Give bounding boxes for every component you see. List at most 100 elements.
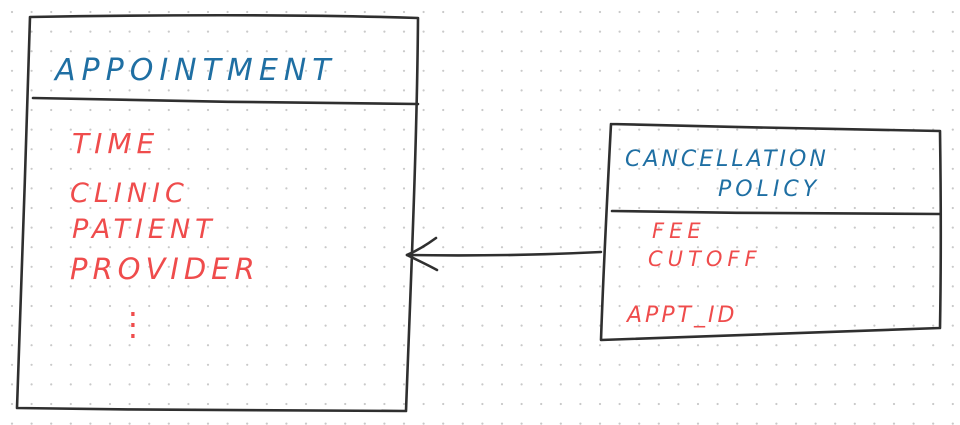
relationship-arrow[interactable] xyxy=(405,236,603,272)
grid-dot xyxy=(520,226,523,229)
grid-dot xyxy=(657,402,660,406)
grid-dot xyxy=(618,69,621,72)
grid-dot xyxy=(422,383,425,386)
grid-dot xyxy=(304,363,308,366)
grid-dot xyxy=(853,69,856,72)
grid-dot xyxy=(696,187,700,190)
grid-dot xyxy=(716,206,719,210)
grid-dot xyxy=(265,108,268,112)
grid-dot xyxy=(579,324,582,327)
grid-dot xyxy=(834,304,837,308)
grid-dot xyxy=(442,50,445,53)
grid-dot xyxy=(226,402,229,406)
grid-dot xyxy=(442,422,445,425)
grid-dot xyxy=(481,422,484,425)
grid-dot xyxy=(226,226,229,229)
grid-dot xyxy=(422,344,425,347)
grid-dot xyxy=(638,206,641,210)
grid-dot xyxy=(736,128,739,131)
grid-dot xyxy=(128,304,131,308)
grid-dot xyxy=(69,226,72,229)
grid-dot xyxy=(324,324,327,327)
grid-dot xyxy=(618,344,621,347)
grid-dot xyxy=(932,69,935,72)
grid-dot xyxy=(618,246,621,249)
grid-dot xyxy=(892,69,896,72)
grid-dot xyxy=(657,148,660,151)
grid-dot xyxy=(285,89,288,92)
grid-dot xyxy=(794,89,798,92)
grid-dot xyxy=(167,89,170,92)
grid-dot xyxy=(89,187,92,190)
grid-dot xyxy=(30,285,33,288)
grid-dot xyxy=(69,50,72,53)
grid-dot xyxy=(892,226,896,229)
grid-dot xyxy=(598,246,602,249)
grid-dot xyxy=(128,187,131,190)
grid-dot xyxy=(677,10,680,14)
grid-dot xyxy=(187,383,190,386)
grid-dot xyxy=(30,402,33,406)
grid-dot xyxy=(696,383,700,386)
grid-dot xyxy=(206,285,210,288)
grid-dot xyxy=(912,30,915,33)
grid-dot xyxy=(559,324,562,327)
cancellation-field-appt-id: APPT_ID xyxy=(625,303,737,328)
grid-dot xyxy=(873,246,876,249)
appointment-entity[interactable]: APPOINTMENT TIME CLINIC PATIENT PROVIDER… xyxy=(15,13,420,413)
grid-dot xyxy=(834,344,837,347)
grid-dot xyxy=(834,285,837,288)
grid-dot xyxy=(932,30,935,33)
grid-dot xyxy=(422,363,425,366)
grid-dot xyxy=(148,265,151,268)
grid-dot xyxy=(794,402,798,406)
grid-dot xyxy=(461,167,464,170)
grid-dot xyxy=(736,50,739,53)
grid-dot xyxy=(246,383,249,386)
grid-dot xyxy=(246,285,249,288)
grid-dot xyxy=(304,50,308,53)
grid-dot xyxy=(951,30,954,33)
grid-dot xyxy=(481,50,484,53)
grid-dot xyxy=(128,402,131,406)
grid-dot xyxy=(775,69,778,72)
grid-dot xyxy=(755,363,758,366)
grid-dot xyxy=(657,363,660,366)
grid-dot xyxy=(716,324,719,327)
grid-dot xyxy=(108,187,112,190)
grid-dot xyxy=(540,344,543,347)
grid-dot xyxy=(246,363,249,366)
grid-dot xyxy=(520,324,523,327)
grid-dot xyxy=(89,206,92,210)
grid-dot xyxy=(873,285,876,288)
grid-dot xyxy=(677,206,680,210)
grid-dot xyxy=(540,10,543,14)
grid-dot xyxy=(344,50,347,53)
grid-dot xyxy=(696,344,700,347)
grid-dot xyxy=(598,148,602,151)
grid-dot xyxy=(736,167,739,170)
grid-dot xyxy=(481,344,484,347)
grid-dot xyxy=(324,246,327,249)
grid-dot xyxy=(128,69,131,72)
appointment-field-more: ⋮ xyxy=(117,305,149,343)
grid-dot xyxy=(461,265,464,268)
grid-dot xyxy=(540,30,543,33)
grid-dot xyxy=(89,246,92,249)
grid-dot xyxy=(108,167,112,170)
grid-dot xyxy=(500,344,504,347)
grid-dot xyxy=(50,402,53,406)
cancellation-policy-entity[interactable]: CANCELLATION POLICY FEE CUTOFF APPT_ID xyxy=(599,122,943,342)
grid-dot xyxy=(834,422,837,425)
grid-dot xyxy=(10,128,14,131)
grid-dot xyxy=(540,206,543,210)
grid-dot xyxy=(814,422,817,425)
grid-dot xyxy=(148,10,151,14)
grid-dot xyxy=(324,206,327,210)
grid-dot xyxy=(10,187,14,190)
grid-dot xyxy=(324,187,327,190)
grid-dot xyxy=(775,383,778,386)
grid-dot xyxy=(148,148,151,151)
grid-dot xyxy=(363,226,366,229)
grid-dot xyxy=(383,167,386,170)
